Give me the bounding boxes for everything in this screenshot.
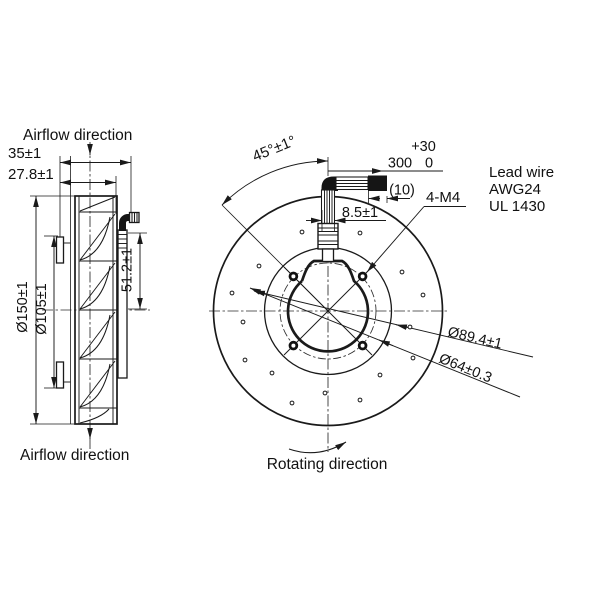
bolt-circle: [279, 262, 377, 360]
rivet-dot: [410, 355, 416, 361]
rivet-dot: [420, 292, 426, 298]
lead-wire-note-line3: UL 1430: [489, 198, 545, 215]
inlet-ring-sections: [55, 236, 71, 389]
dim-opening-diameter: Ø64±0.3: [437, 351, 494, 387]
dim-lead-length-tol-upper: +30: [411, 139, 436, 155]
opening-leader: [249, 287, 521, 398]
rivet-dot: [322, 390, 328, 396]
strain-relief-neck: [321, 248, 335, 263]
rivet-dot: [289, 400, 295, 406]
side-view: 35±1 27.8±1 Ø150±1 Ø105±1 51.2±1: [8, 142, 150, 452]
wire-tip: [368, 175, 387, 191]
dim-flange-to-axis: 51.2±1: [120, 248, 136, 292]
airflow-direction-label-top: Airflow direction: [23, 127, 132, 144]
rivet-dot: [377, 372, 383, 378]
rivet-dot: [240, 319, 246, 325]
dim-lead-tip-length: (10): [389, 183, 415, 199]
side-dimension-lines: [33, 159, 143, 424]
dim-lead-length-tol-lower: 0: [425, 156, 433, 172]
dim-bolt-circle-diameter: Ø89.4±1: [446, 324, 504, 352]
rivet-dot: [299, 229, 305, 235]
mounting-opening: [286, 259, 370, 353]
rotating-direction-arrow: [288, 441, 347, 454]
dim-mounting-holes: 4-M4: [426, 189, 460, 206]
rivet-dot: [357, 397, 363, 403]
rivet-dot: [399, 269, 405, 275]
lead-wire-note-line1: Lead wire: [489, 164, 554, 181]
rotating-direction-label: Rotating direction: [267, 456, 388, 473]
rivet-dot: [229, 290, 235, 296]
angle-dimension-arc: [221, 158, 329, 206]
side-extension-lines: [30, 156, 147, 425]
rivet-dots: [229, 229, 426, 406]
rivet-dot: [357, 230, 363, 236]
rivet-dot: [407, 324, 413, 330]
dim-lead-length: 300: [388, 156, 412, 172]
dim-lead-exit-angle: 45°±1°: [250, 132, 298, 165]
front-dimension-lines: [306, 168, 466, 273]
strain-relief: [317, 222, 339, 250]
airflow-direction-label-bottom: Airflow direction: [20, 447, 129, 464]
dim-lead-width: 8.5±1: [342, 205, 378, 221]
impeller-blades: [79, 196, 117, 424]
rivet-dot: [269, 370, 275, 376]
lead-wire-side: [119, 211, 140, 231]
front-view: 45°±1° 300 0 +30 (10) 8.5±1 4-M4 Lead wi…: [209, 132, 554, 454]
rivet-dot: [242, 357, 248, 363]
dim-depth-total: 35±1: [8, 145, 41, 162]
dim-depth-housing: 27.8±1: [8, 166, 54, 183]
dim-outer-diameter: Ø150±1: [15, 281, 31, 333]
mounting-holes: [288, 271, 368, 351]
lead-wire-note-line2: AWG24: [489, 181, 541, 198]
lead-wire-front: [317, 175, 387, 263]
rivet-dot: [256, 263, 262, 269]
dim-inlet-diameter: Ø105±1: [34, 283, 50, 335]
